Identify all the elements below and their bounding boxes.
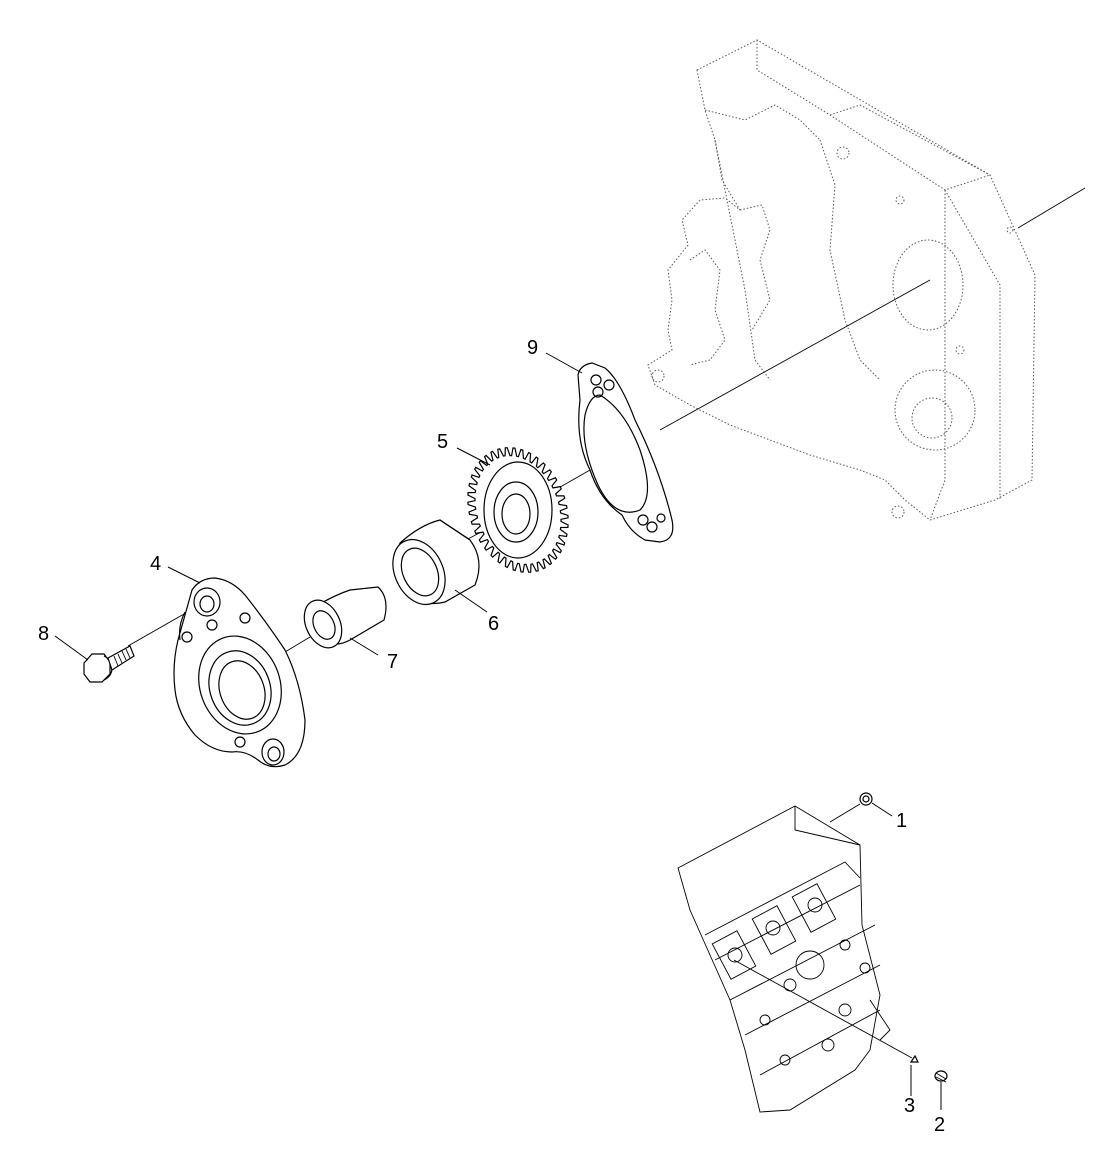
engine-front-housing: [647, 39, 1036, 521]
callout-8: 8: [38, 623, 49, 645]
part-2-plug: [934, 1070, 948, 1083]
part-8-bolt: [83, 645, 135, 683]
part-6-bushing: [392, 519, 480, 606]
callout-3: 3: [904, 1095, 915, 1117]
part-1-plug: [859, 792, 873, 806]
callout-1: 1: [896, 810, 907, 832]
callout-4: 4: [150, 553, 161, 575]
callout-labels: 1 2 3 4 5 6 7 8 9: [38, 337, 945, 1136]
callout-9: 9: [527, 337, 538, 359]
callout-5: 5: [437, 431, 448, 453]
part-7-shaft: [303, 586, 387, 649]
leader-lines: [54, 352, 942, 1110]
part-5-gear: [467, 447, 569, 573]
part-4-cover-flange: [173, 577, 306, 768]
engine-block-inset: [677, 805, 891, 1113]
callout-6: 6: [488, 613, 499, 635]
part-9-gasket: [577, 362, 674, 543]
callout-2: 2: [934, 1114, 945, 1136]
callout-7: 7: [387, 651, 398, 673]
part-3-pin: [733, 959, 919, 1063]
